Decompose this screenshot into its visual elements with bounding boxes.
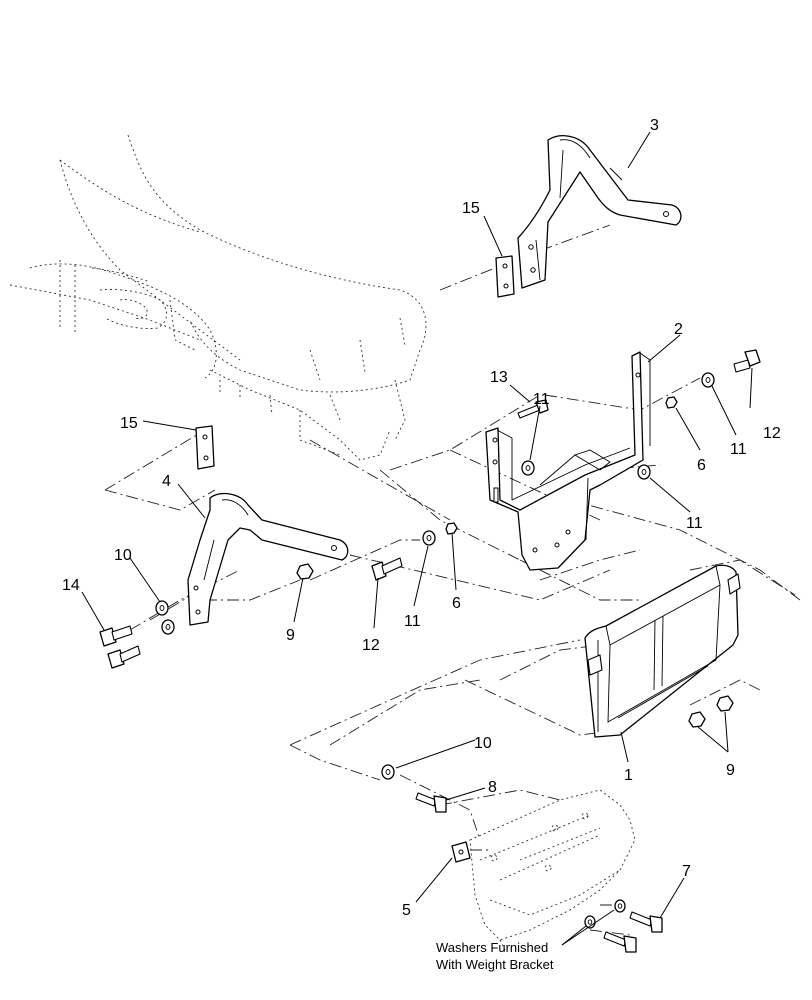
nut-6-center (445, 522, 458, 535)
callout-labels: 3 15 2 13 11 11 12 6 11 15 4 10 14 9 12 … (62, 117, 781, 919)
bolt-7-lower (603, 931, 637, 953)
callout-11-center: 11 (404, 613, 421, 630)
callout-6-center: 6 (452, 595, 461, 612)
nut-9-left (296, 563, 314, 580)
arm-bracket-3 (517, 135, 682, 289)
callout-9-left: 9 (286, 627, 295, 644)
callout-11-bracket: 11 (533, 391, 550, 408)
callout-15-lower: 15 (120, 415, 138, 432)
callout-6-right: 6 (697, 457, 706, 474)
callout-13: 13 (490, 369, 508, 386)
callout-10-left: 10 (114, 547, 132, 564)
washer-11-bracket-right (637, 464, 651, 480)
main-bracket-2 (485, 351, 651, 571)
plate-5 (451, 841, 471, 863)
bolt-12-right (733, 349, 761, 373)
callout-14: 14 (62, 577, 80, 594)
callout-2: 2 (674, 321, 683, 338)
washer-11-center (422, 530, 436, 546)
bolt-12-center (371, 557, 403, 581)
callout-10-mount: 10 (474, 735, 492, 752)
arm-bracket-4 (187, 492, 349, 626)
callout-11-right: 11 (730, 441, 747, 458)
callout-4: 4 (162, 473, 171, 490)
leader-lines (81, 131, 753, 946)
callout-5: 5 (402, 902, 411, 919)
note-line-2: With Weight Bracket (436, 957, 554, 972)
washer-11-right (701, 372, 715, 388)
seat-ghost-outline (9, 134, 427, 461)
callout-3: 3 (650, 117, 659, 134)
washer-note: Washers Furnished With Weight Bracket (436, 940, 554, 972)
spacer-plate-15-upper (495, 255, 515, 298)
callout-1: 1 (624, 767, 633, 784)
callout-7: 7 (682, 863, 691, 880)
bolt-14-lower (107, 645, 141, 669)
washer-11-bracket-left (521, 460, 535, 476)
callout-12-center: 12 (362, 637, 380, 654)
note-line-1: Washers Furnished (436, 940, 548, 955)
callout-15-upper: 15 (462, 200, 480, 217)
nut-9-tray-right (716, 695, 734, 712)
weight-mount-ghost (469, 789, 636, 951)
callout-9-tray: 9 (726, 762, 735, 779)
callout-11-lower-right: 11 (686, 515, 703, 532)
weight-washer-upper (614, 899, 626, 913)
bolt-7-upper (629, 911, 663, 933)
washer-10-mount (381, 764, 395, 780)
bolt-14-upper (99, 625, 133, 647)
washer-10-upper (155, 600, 169, 616)
washer-10-lower (161, 619, 175, 635)
spacer-plate-15-lower (195, 425, 215, 470)
callout-12-right: 12 (763, 425, 781, 442)
assembly-centerlines (104, 224, 801, 936)
nut-9-tray-left (688, 711, 706, 728)
bolt-8 (415, 792, 447, 813)
callout-8: 8 (488, 779, 497, 796)
nut-6-right (665, 396, 678, 409)
weight-tray-1 (584, 564, 741, 738)
